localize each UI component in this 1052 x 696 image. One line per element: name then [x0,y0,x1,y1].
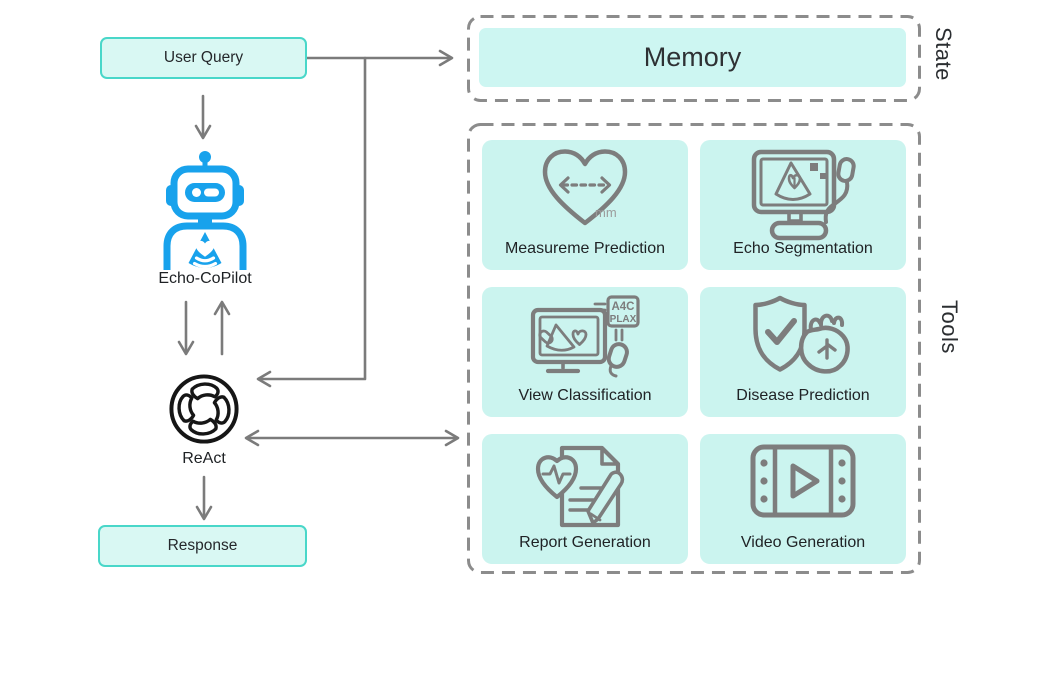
tool-card-label: Echo Segmentation [733,240,873,257]
tool-card-measurement-prediction: mm Measureme Prediction [482,140,688,270]
tools-grid: mm Measureme Prediction [468,124,920,573]
arrow-react-tools-bidirectional [244,429,460,447]
heart-measurement-icon: mm [482,147,688,231]
user-query-label: User Query [163,49,244,66]
badge-plax-text: PLAX [610,314,637,325]
arrow-user-query-to-memory [305,49,454,67]
tool-card-label: Report Generation [519,534,651,551]
badge-a4c-text: A4C [611,301,634,313]
arrow-user-query-to-agent [194,94,212,140]
view-monitor-probe-icon: A4C PLAX [482,294,688,384]
tool-card-video-generation: Video Generation [700,434,906,564]
tools-container-border [467,123,921,574]
tool-card-echo-segmentation: Echo Segmentation [700,140,906,270]
memory-label: Memory [643,42,742,72]
response-box: Response [98,525,307,567]
arrow-branch-to-react [256,56,367,388]
report-pen-icon [482,441,688,533]
user-query-box: User Query [100,37,307,79]
echo-copilot-robot-icon [163,151,247,270]
react-cycle-icon [169,374,239,444]
video-play-icon [700,441,906,521]
tool-card-report-generation: Report Generation [482,434,688,564]
ultrasound-monitor-probe-icon [700,147,906,241]
tool-card-label: View Classification [518,387,652,404]
memory-box: Memory [479,28,906,87]
arrow-agent-to-react [177,300,195,356]
mm-unit-text: mm [595,205,617,220]
state-container-border [467,15,921,102]
shield-check-heart-icon [700,294,906,378]
tool-card-disease-prediction: Disease Prediction [700,287,906,417]
tool-card-label: Video Generation [740,534,866,551]
tools-section-label: Tools [937,300,962,354]
tool-card-view-classification: A4C PLAX View Classification [482,287,688,417]
arrow-react-to-agent [213,300,231,356]
react-label: ReAct [182,450,226,467]
state-section-label: State [931,27,956,81]
tool-card-label: Disease Prediction [736,387,870,404]
tool-card-label: Measureme Prediction [504,240,666,257]
response-label: Response [167,537,238,554]
arrow-react-to-response [195,475,213,521]
echo-copilot-label: Echo-CoPilot [158,270,252,287]
